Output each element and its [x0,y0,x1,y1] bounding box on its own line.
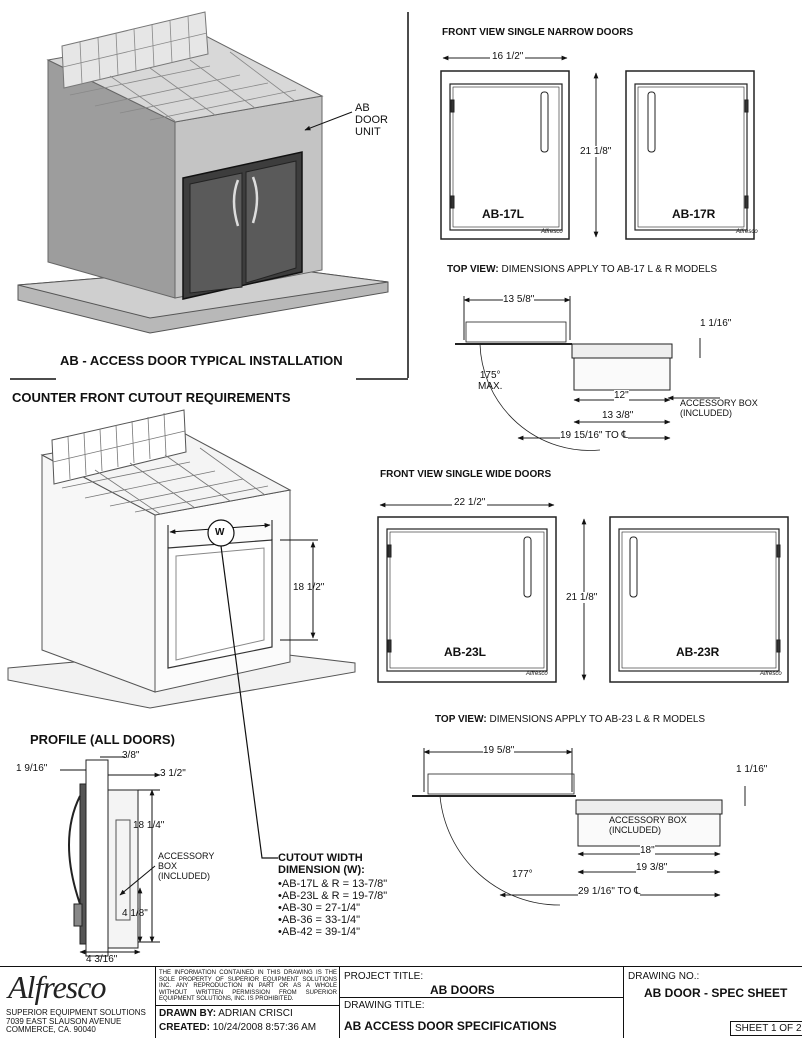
drawing-label: DRAWING TITLE: [344,1000,425,1011]
cutout-width-item: AB-23L & R = 19-7/8" [278,890,387,902]
wide-top-view-title: TOP VIEW: DIMENSIONS APPLY TO AB-23 L & … [435,714,705,725]
cutout-width-item: AB-36 = 33-1/4" [278,914,387,926]
cutout-height-dim: 18 1/2" [293,582,325,593]
narrow-height-dim: 21 1/8" [580,146,612,157]
model-ab-23l: AB-23L [444,645,487,659]
sheet-number: SHEET 1 OF 2 [730,1021,802,1036]
company-street: 7039 EAST SLAUSON AVENUE [6,1016,122,1026]
accessory-line-1: ACCESSORY [158,851,215,861]
cutout-illustration [7,409,356,859]
profile-dim-c: 3 1/2" [160,768,186,779]
cutout-title: COUNTER FRONT CUTOUT REQUIREMENTS [12,390,291,405]
drawing-title: AB ACCESS DOOR SPECIFICATIONS [344,1019,557,1033]
installation-illustration [17,11,389,334]
top-view-label: TOP VIEW: [435,714,487,725]
brand-mark: Alfresco [760,671,782,677]
wide-accessory-label: ACCESSORY BOX (INCLUDED) [609,815,687,835]
cutout-width-title-2: DIMENSION (W): [278,864,365,876]
wide-box-total-dim: 19 3/8" [636,862,668,873]
alfresco-logo: Alfresco [8,969,106,1005]
narrow-box-dim: 12" [614,390,629,401]
created-label: CREATED: [159,1022,210,1033]
narrow-accessory-label: ACCESSORY BOX (INCLUDED) [680,398,758,418]
narrow-box-total-dim: 13 3/8" [602,410,634,421]
narrow-to-cl-dim: 19 15/16" TO ℄ [560,430,628,441]
model-ab-17l: AB-17L [482,207,525,221]
brand-mark: Alfresco [736,229,758,235]
profile-dim-e: 4 1/8" [122,908,148,919]
accessory-line-2: (INCLUDED) [680,408,733,418]
narrow-lip-dim: 1 1/16" [700,318,732,329]
wide-lip-dim: 1 1/16" [736,764,768,775]
top-view-desc: DIMENSIONS APPLY TO AB-17 L & R MODELS [498,264,718,275]
wide-title: FRONT VIEW SINGLE WIDE DOORS [380,469,552,480]
profile-dim-a: 1 9/16" [16,763,48,774]
cutout-width-list: CUTOUT WIDTH DIMENSION (W): AB-17L & R =… [278,852,387,938]
narrow-depth-dim: 13 5/8" [503,294,535,305]
wide-top-view [412,748,746,906]
callout-line-1: AB [355,102,370,114]
model-ab-23r: AB-23R [676,645,720,659]
profile-dim-f: 4 3/16" [86,954,118,965]
company-address: SUPERIOR EQUIPMENT SOLUTIONS 7039 EAST S… [6,1008,146,1035]
callout-line-3: UNIT [355,126,381,138]
drawing-no-cell: DRAWING NO.: AB DOOR - SPEC SHEET SHEET … [623,967,802,1038]
project-title: AB DOORS [430,983,495,997]
narrow-width-dim: 16 1/2" [490,51,526,62]
brand-mark: Alfresco [526,671,548,677]
accessory-line-3: (INCLUDED) [158,871,211,881]
profile-accessory-label: ACCESSORY BOX (INCLUDED) [158,851,214,881]
wide-to-cl-dim: 29 1/16" TO ℄ [578,886,641,897]
accessory-line-1: ACCESSORY BOX [609,815,687,825]
narrow-top-view-title: TOP VIEW: DIMENSIONS APPLY TO AB-17 L & … [447,264,717,275]
drawn-by-value: ADRIAN CRISCI [218,1008,293,1019]
accessory-line-2: BOX [158,861,178,871]
cutout-width-title-1: CUTOUT WIDTH [278,852,363,864]
top-view-label: TOP VIEW: [447,264,499,275]
callout-line-2: DOOR [355,114,388,126]
project-cell: PROJECT TITLE: AB DOORS DRAWING TITLE: A… [339,967,624,1038]
narrow-angle: 175° MAX. [478,370,502,392]
created-value: 10/24/2008 8:57:36 AM [212,1022,317,1033]
brand-mark: Alfresco [541,229,563,235]
angle-label: MAX. [478,381,503,392]
cutout-width-item: AB-42 = 39-1/4" [278,926,387,938]
angle-value: 175° [479,370,501,381]
project-label: PROJECT TITLE: [344,971,424,982]
accessory-line-2: (INCLUDED) [609,825,662,835]
cutout-width-item: AB-17L & R = 13-7/8" [278,878,387,890]
wide-depth-dim: 19 5/8" [483,745,515,756]
profile-dim-d: 18 1/4" [133,820,165,831]
drawing-no: AB DOOR - SPEC SHEET [644,986,788,1000]
narrow-title: FRONT VIEW SINGLE NARROW DOORS [442,27,634,38]
model-ab-17r: AB-17R [672,207,716,221]
created: CREATED: 10/24/2008 8:57:36 AM [159,1022,316,1033]
profile-title: PROFILE (ALL DOORS) [30,732,175,747]
accessory-line-1: ACCESSORY BOX [680,398,758,408]
cutout-width-item: AB-30 = 27-1/4" [278,902,387,914]
drawn-by-label: DRAWN BY: [159,1008,217,1019]
top-view-desc: DIMENSIONS APPLY TO AB-23 L & R MODELS [486,714,706,725]
narrow-top-view [455,296,720,451]
profile-dim-b: 3/8" [122,750,140,761]
door-unit-callout: AB DOOR UNIT [355,102,388,138]
wide-box-dim: 18" [640,845,655,856]
company-name: SUPERIOR EQUIPMENT SOLUTIONS [6,1008,146,1017]
legal-notice: THE INFORMATION CONTAINED IN THIS DRAWIN… [159,970,337,1002]
wide-width-dim: 22 1/2" [452,497,488,508]
title-block: Alfresco SUPERIOR EQUIPMENT SOLUTIONS 70… [0,966,802,1038]
wide-height-dim: 21 1/8" [566,592,598,603]
drawn-by: DRAWN BY: ADRIAN CRISCI [159,1008,293,1019]
installation-caption: AB - ACCESS DOOR TYPICAL INSTALLATION [60,353,343,368]
drawing-no-label: DRAWING NO.: [628,971,700,982]
company-city: COMMERCE, CA. 90040 [6,1025,96,1034]
profile-illustration [60,756,161,957]
wide-angle: 177° [512,869,533,880]
w-marker: W [215,527,225,538]
legal-cell: THE INFORMATION CONTAINED IN THIS DRAWIN… [155,967,340,1038]
